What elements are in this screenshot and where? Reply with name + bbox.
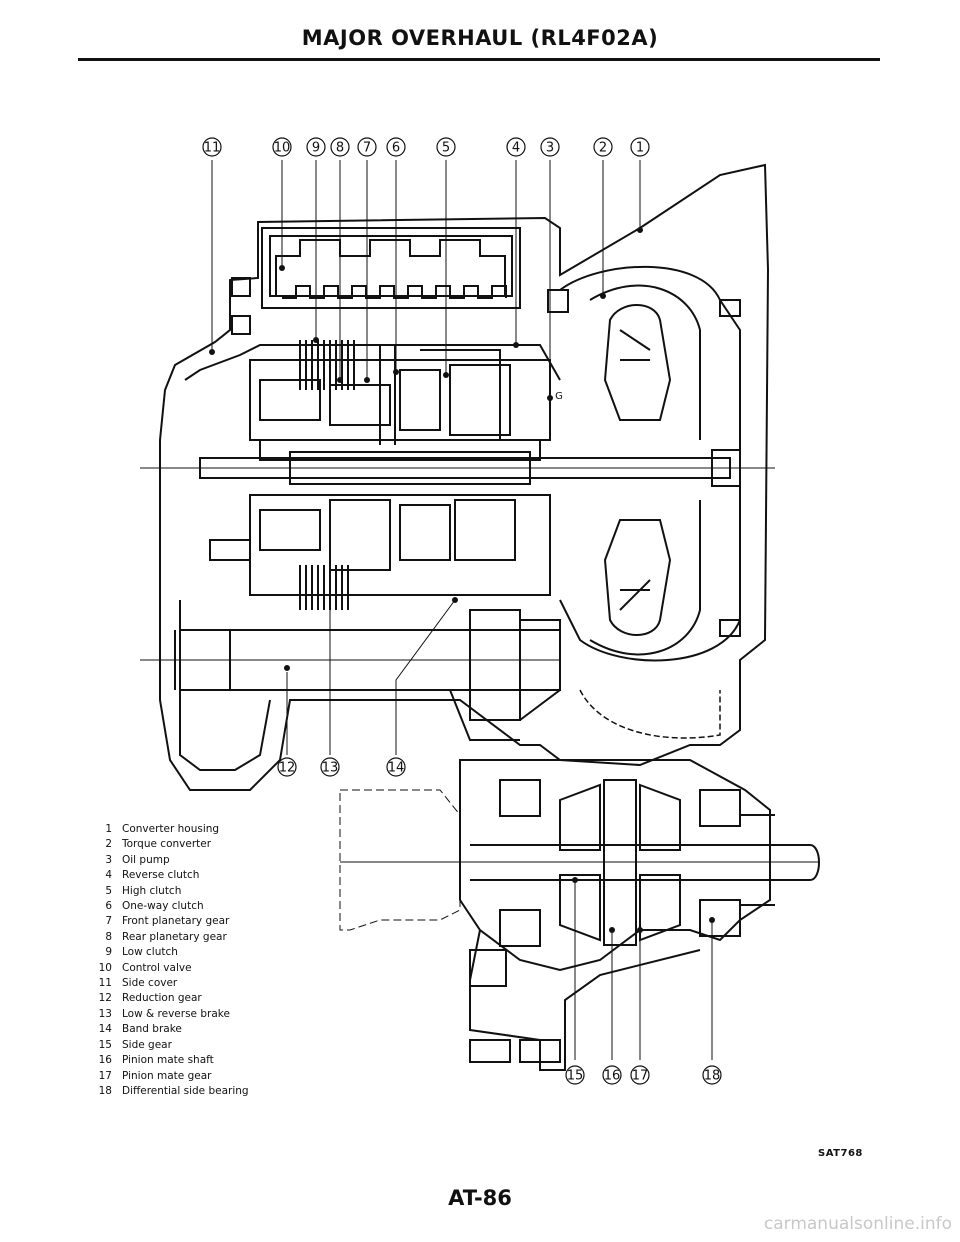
legend-item: 5 High clutch xyxy=(92,884,249,899)
pinion-mate-shaft xyxy=(603,779,637,946)
legend-num: 7 xyxy=(105,915,112,928)
legend-item: 2 Torque converter xyxy=(92,837,249,852)
legend-num: 12 xyxy=(98,992,112,1005)
callout-7: 7 xyxy=(363,141,371,156)
callout-14: 14 xyxy=(388,761,405,776)
legend-item: 13 Low & reverse brake xyxy=(92,1007,249,1022)
figure-code: SAT768 xyxy=(818,1148,863,1159)
legend-num: 10 xyxy=(98,961,112,974)
legend-num: 18 xyxy=(98,1084,112,1097)
callout-8: 8 xyxy=(336,141,344,156)
parts-legend: 1 Converter housing 2 Torque converter 3 Oi… xyxy=(92,822,249,1099)
callout-18: 18 xyxy=(704,1069,721,1084)
legend-num: 3 xyxy=(105,853,112,866)
legend-item: 1 Converter housing xyxy=(92,822,249,837)
legend-label: Oil pump xyxy=(122,853,170,866)
callout-5: 5 xyxy=(442,141,450,156)
torque-converter xyxy=(559,265,741,662)
leader-lines xyxy=(211,160,713,1060)
legend-num: 2 xyxy=(105,838,112,851)
legend-label: Band brake xyxy=(122,1023,182,1036)
page-number: AT-86 xyxy=(448,1186,512,1210)
output-shaft xyxy=(470,844,820,881)
legend-label: Rear planetary gear xyxy=(122,930,227,943)
legend-item: 16 Pinion mate shaft xyxy=(92,1053,249,1068)
callout-11: 11 xyxy=(204,141,221,156)
callout-3: 3 xyxy=(546,141,554,156)
legend-label: Converter housing xyxy=(122,823,220,835)
clutch-pack-upper xyxy=(299,340,355,390)
legend-item: 12 Reduction gear xyxy=(92,991,249,1006)
legend-num: 5 xyxy=(105,884,112,897)
legend-label: Low & reverse brake xyxy=(122,1007,230,1020)
converter-turbine-lower xyxy=(603,519,672,636)
legend-num: 1 xyxy=(105,823,112,835)
legend-num: 9 xyxy=(105,946,112,959)
legend-num: 13 xyxy=(98,1007,112,1020)
legend-item: 6 One-way clutch xyxy=(92,899,249,914)
converter-turbine-upper xyxy=(603,304,672,421)
side-gear-right xyxy=(639,783,681,942)
legend-num: 17 xyxy=(98,1069,112,1082)
legend-item: 8 Rear planetary gear xyxy=(92,930,249,945)
legend-num: 15 xyxy=(98,1038,112,1051)
case-inner-outline xyxy=(179,344,561,771)
legend-label: Side cover xyxy=(122,977,178,990)
main-shaft xyxy=(199,457,731,479)
callout-13: 13 xyxy=(322,761,339,776)
callout-2: 2 xyxy=(599,141,607,156)
legend-label: Reduction gear xyxy=(122,992,202,1005)
title-rule xyxy=(78,58,880,61)
differential-housing-lower xyxy=(469,929,701,1071)
legend-item: 11 Side cover xyxy=(92,976,249,991)
legend-label: Differential side bearing xyxy=(122,1084,249,1097)
clutch-pack-lower xyxy=(299,565,349,610)
legend-label: Torque converter xyxy=(122,838,212,851)
callout-1: 1 xyxy=(636,141,644,156)
legend-num: 4 xyxy=(105,869,112,882)
legend-label: Low clutch xyxy=(122,946,178,959)
legend-item: 18 Differential side bearing xyxy=(92,1084,249,1099)
callout-16: 16 xyxy=(604,1069,621,1084)
legend-num: 16 xyxy=(98,1054,112,1067)
legend-num: 14 xyxy=(98,1023,112,1036)
legend-label: One-way clutch xyxy=(122,900,204,913)
legend-label: Pinion mate gear xyxy=(122,1069,212,1082)
page-title: MAJOR OVERHAUL (RL4F02A) xyxy=(301,26,659,50)
legend-item: 7 Front planetary gear xyxy=(92,914,249,929)
control-valve-body xyxy=(261,227,521,309)
watermark-text: carmanualsonline.info xyxy=(763,1214,952,1234)
callout-17: 17 xyxy=(632,1069,649,1084)
legend-num: 11 xyxy=(98,977,112,990)
leader-dots xyxy=(209,227,715,933)
legend-item: 9 Low clutch xyxy=(92,945,249,960)
legend-label: Front planetary gear xyxy=(122,915,230,928)
callout-9: 9 xyxy=(312,141,320,156)
callout-15: 15 xyxy=(567,1069,584,1084)
legend-num: 8 xyxy=(105,930,112,943)
callout-circles xyxy=(202,137,722,1085)
legend-label: Reverse clutch xyxy=(122,869,200,882)
callout-12: 12 xyxy=(279,761,296,776)
legend-item: 4 Reverse clutch xyxy=(92,868,249,883)
legend-item: 14 Band brake xyxy=(92,1022,249,1037)
side-gear-left xyxy=(559,783,601,942)
legend-item: 15 Side gear xyxy=(92,1038,249,1053)
callout-6: 6 xyxy=(392,141,400,156)
legend-item: 10 Control valve xyxy=(92,961,249,976)
callout-10: 10 xyxy=(274,141,291,156)
legend-item: 17 Pinion mate gear xyxy=(92,1069,249,1084)
callout-g: G xyxy=(555,391,563,402)
callout-4: 4 xyxy=(512,141,520,156)
legend-label: Pinion mate shaft xyxy=(122,1054,214,1067)
legend-label: Side gear xyxy=(122,1038,172,1051)
differential-case xyxy=(459,759,771,972)
legend-item: 3 Oil pump xyxy=(92,853,249,868)
legend-label: High clutch xyxy=(122,884,182,897)
legend-label: Control valve xyxy=(122,961,192,974)
case-outline xyxy=(159,163,770,791)
legend-num: 6 xyxy=(105,900,112,913)
